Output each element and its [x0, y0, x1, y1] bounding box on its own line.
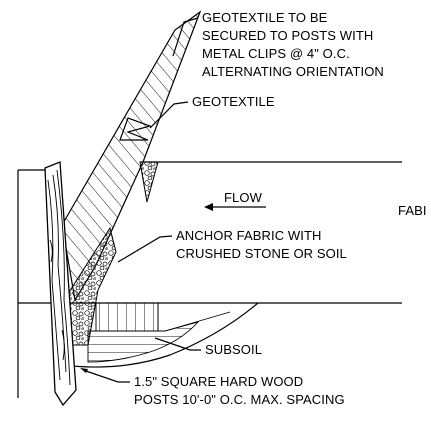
subsoil-label: SUBSOIL	[205, 342, 262, 357]
fabric-label-cut: FABI	[398, 203, 427, 218]
leader-posts	[82, 369, 130, 383]
anchor-fabric-label: ANCHOR FABRIC WITH CRUSHED STONE OR SOIL	[176, 228, 347, 261]
stone-upper	[139, 161, 159, 203]
trench-vertical-hatch	[95, 302, 159, 332]
subsoil-horizontal-hatch	[87, 321, 200, 363]
flow-arrow	[204, 203, 266, 211]
geotextile-note-label: GEOTEXTILE TO BE SECURED TO POSTS WITH M…	[202, 10, 384, 79]
wood-post	[44, 161, 77, 407]
leader-geotextile-note	[172, 17, 199, 57]
leader-posts-arrowhead	[80, 368, 88, 373]
leader-geotextile	[149, 101, 189, 129]
geotextile-label: GEOTEXTILE	[192, 94, 275, 109]
trench-outline	[61, 302, 259, 368]
leader-anchor	[117, 235, 173, 263]
left-boundary	[17, 169, 45, 398]
geotextile-tab	[119, 117, 152, 141]
subsoil-edge	[157, 303, 231, 332]
posts-label: 1.5" SQUARE HARD WOOD POSTS 10'-0" O.C. …	[134, 374, 345, 407]
leader-subsoil	[154, 337, 201, 351]
flow-label: FLOW	[224, 190, 263, 205]
